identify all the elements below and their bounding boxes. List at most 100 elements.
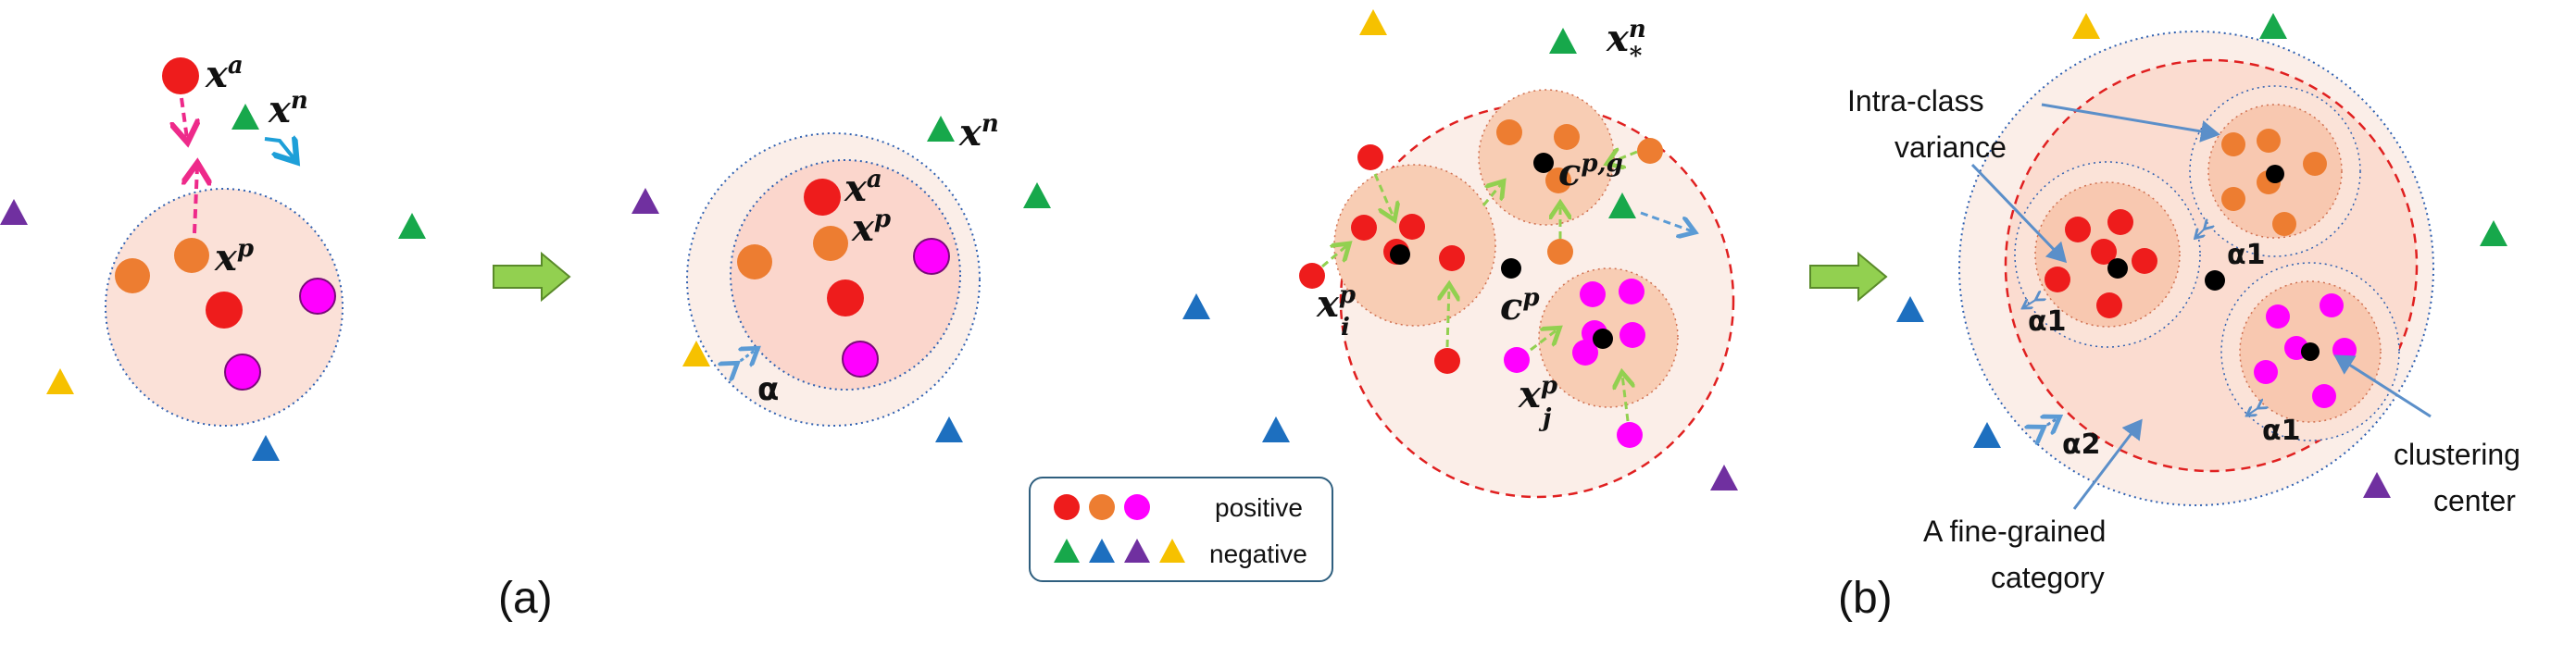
positive-sample <box>1351 215 1377 241</box>
positive-sample <box>827 279 864 317</box>
negative-sample <box>252 435 280 461</box>
pull-arrow <box>1447 287 1449 348</box>
pull-arrow <box>1622 375 1628 422</box>
positive-label: xp <box>851 205 891 250</box>
clustering-center-label-line2: center <box>2433 484 2516 517</box>
clustering-center <box>2107 258 2128 279</box>
anchor-sample <box>162 57 199 94</box>
caption-a: (a) <box>498 574 553 623</box>
negative-sample <box>1262 416 1290 442</box>
group-center-label: cp,g <box>1558 150 1623 194</box>
positive-sample <box>1572 340 1598 366</box>
right-arrow-icon <box>1809 251 1888 303</box>
negative-sample <box>2072 13 2100 39</box>
legend-purple-triangle <box>1124 539 1150 563</box>
margin-arrow <box>735 350 756 365</box>
category-center <box>1501 258 1521 279</box>
fine-grained-label-line2: category <box>1991 561 2105 594</box>
negative-sample <box>1896 296 1924 322</box>
positive-sample <box>2272 212 2296 236</box>
positive-sample <box>737 244 772 279</box>
positive-sample <box>2332 338 2357 362</box>
positive-sample <box>2132 248 2157 274</box>
pull-arrow <box>1482 183 1502 206</box>
positive-sample <box>1496 119 1522 145</box>
legend-blue-triangle <box>1089 539 1115 563</box>
right-arrow-icon <box>493 251 571 303</box>
legend-magenta-circle <box>1124 494 1150 520</box>
intra-class-label-line2: variance <box>1894 130 2007 164</box>
negative-label: xn <box>958 110 999 155</box>
positive-sample <box>1580 281 1606 307</box>
positive-sample <box>1637 138 1663 164</box>
legend-orange-circle <box>1089 494 1115 520</box>
positive-sample <box>2312 384 2336 408</box>
positive-sample <box>2065 217 2091 242</box>
intra-class-callout <box>2041 103 2220 143</box>
negative-sample <box>2363 472 2391 498</box>
legend-negative-label: negative <box>1209 540 1307 568</box>
positive-sample <box>1299 263 1325 289</box>
positive-sample <box>2303 152 2327 176</box>
alpha2-arrow <box>2042 418 2057 428</box>
positive-sample <box>1547 239 1573 265</box>
negative-sample <box>2259 13 2287 39</box>
pull-arrow <box>1373 173 1394 217</box>
negative-push-arrow <box>264 139 294 159</box>
panel-a-after: xn xa xp α <box>631 110 1051 442</box>
alpha1-arrow <box>2248 407 2259 415</box>
pull-arrow <box>1609 152 1638 163</box>
negative-label: xn <box>268 87 308 131</box>
positive-label: xp <box>214 235 254 279</box>
positive-sample <box>1357 144 1383 170</box>
positive-sample <box>2257 129 2281 153</box>
positive-sample <box>1439 245 1465 271</box>
fine-grained-callout <box>2072 418 2143 510</box>
positive-sample <box>913 238 950 275</box>
positive-sample <box>1399 214 1425 240</box>
positive-sample <box>842 341 879 378</box>
pull-arrow <box>1530 329 1557 352</box>
positive-sample <box>224 354 261 391</box>
negative-sample <box>0 199 28 225</box>
negative-sample <box>935 416 963 442</box>
panel-a-before: xa xn xp <box>0 52 426 461</box>
clustering-center <box>1390 244 1410 265</box>
fine-grained-label-line1: A fine-grained <box>1923 515 2106 548</box>
clustering-center <box>2301 342 2320 361</box>
negative-sample <box>631 188 659 214</box>
positive-sample <box>2266 304 2290 329</box>
positive-sample <box>2096 292 2122 318</box>
positive-sample <box>2091 239 2117 265</box>
positive-sample <box>1434 348 1460 374</box>
positive-sample <box>299 278 336 315</box>
alpha1-label: α1 <box>2227 239 2265 271</box>
negative-sample <box>1023 182 1051 208</box>
clustering-center-callout <box>2333 354 2432 418</box>
category-center-label: cp <box>1500 284 1540 329</box>
positive-sample <box>1619 279 1644 304</box>
positive-sample <box>2107 209 2133 235</box>
negative-sample <box>1549 28 1577 54</box>
alpha1-arrow <box>2196 228 2206 237</box>
negative-sample <box>231 104 259 130</box>
legend: positive negative <box>1029 477 1333 582</box>
positive-sample <box>206 292 243 329</box>
positive-sample <box>174 238 209 273</box>
negative-sample <box>1710 465 1738 490</box>
panel-b: Intra-class variance α1 α1 α1 α2 A fine-… <box>1847 13 2520 594</box>
anchor-label: xa <box>205 52 244 96</box>
clustering-center <box>2266 165 2284 183</box>
hardest-negative-label: xn* <box>1606 16 1646 70</box>
clustering-center-label-line1: clustering <box>2394 438 2520 471</box>
negative-sample <box>927 116 955 142</box>
intra-class-callout <box>1970 163 2068 264</box>
clustering-center <box>1533 153 1554 173</box>
negative-sample <box>1359 9 1387 35</box>
anchor-pull-arrow <box>181 97 187 139</box>
negative-sample <box>2480 220 2507 246</box>
alpha2-label: α2 <box>2062 428 2100 461</box>
